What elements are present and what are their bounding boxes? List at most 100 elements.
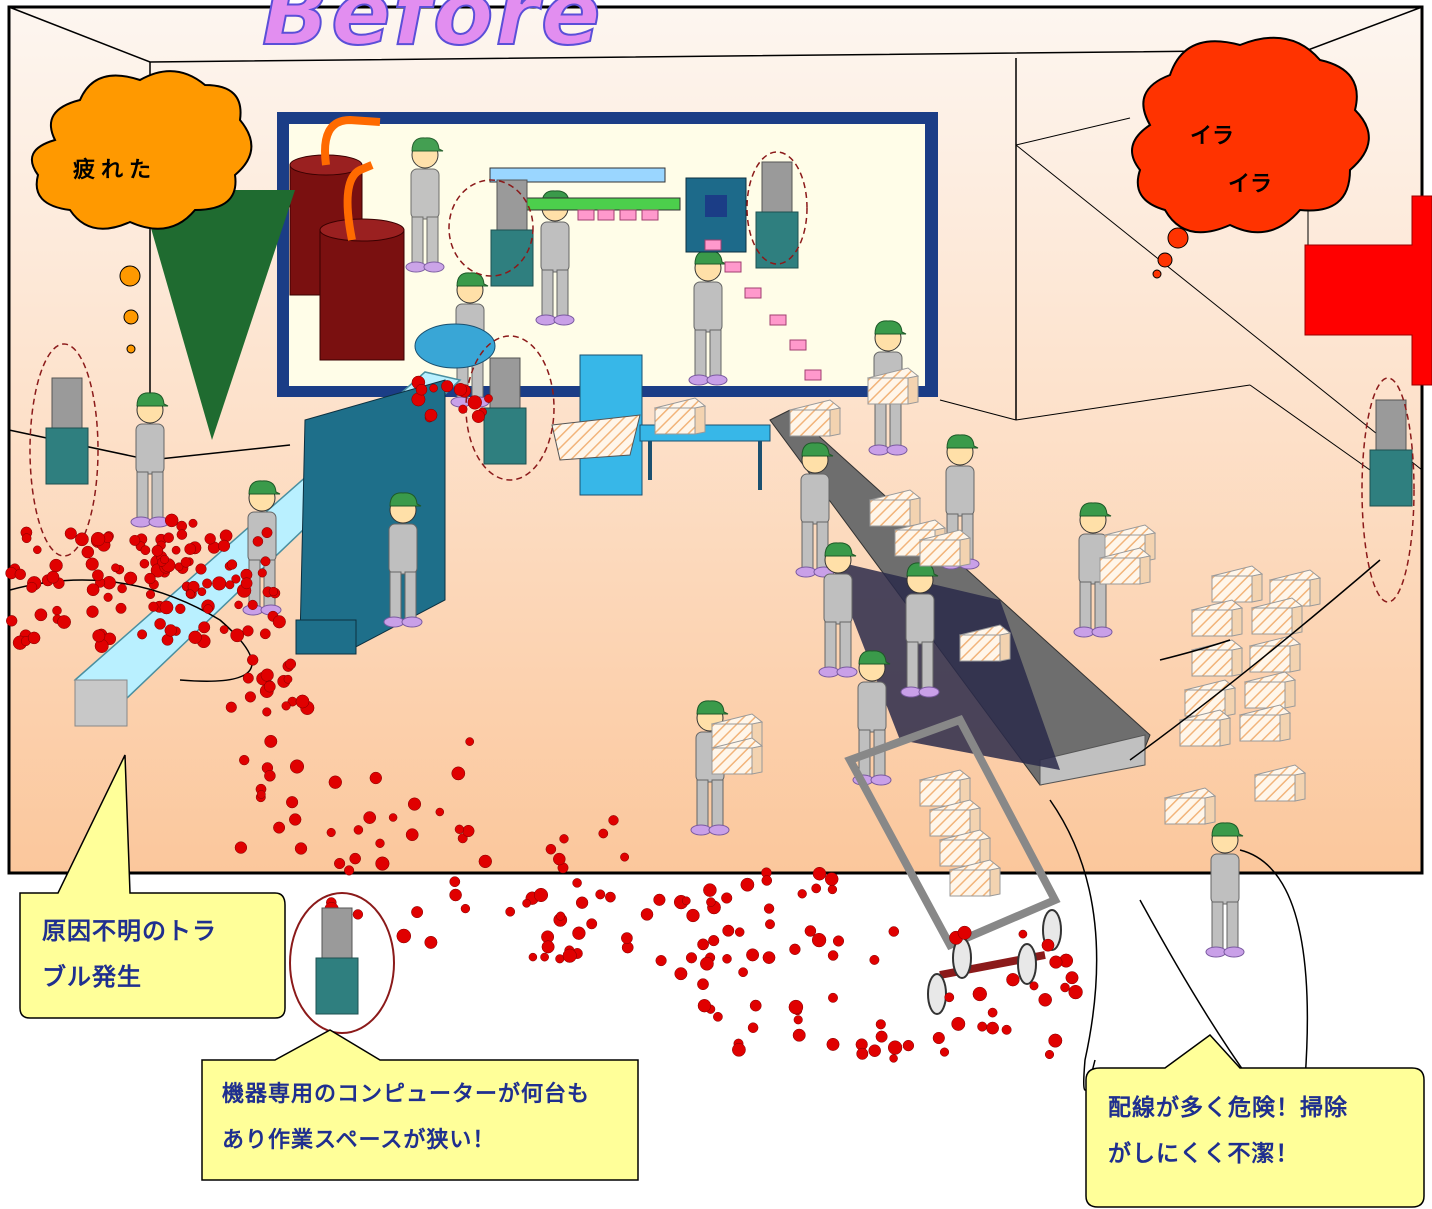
spilled-product-dot [888, 926, 900, 937]
wiring-callout-line1: 配線が多く危険！掃除 [1108, 1095, 1348, 1121]
spilled-product-dot [407, 797, 422, 811]
spilled-product-dot [708, 935, 720, 947]
spilled-product-dot [164, 513, 179, 528]
spilled-product-dot [75, 532, 89, 547]
spilled-product-dot [869, 954, 880, 965]
spilled-product-dot [465, 737, 475, 746]
spilled-product-dot [375, 838, 385, 848]
computers-callout-line2: あり作業スペースが狭い！ [222, 1128, 496, 1153]
spilled-product-dot [415, 383, 428, 396]
wiring-callout-text: 配線が多く危険！掃除 がしにくく不潔！ [1108, 1085, 1348, 1177]
spilled-product-dot [562, 948, 577, 963]
spilled-product-dot [154, 618, 166, 630]
spilled-product-dot [219, 625, 229, 634]
spilled-product-dot [124, 571, 138, 585]
spilled-product-dot [363, 811, 377, 824]
spilled-product-dot [244, 691, 256, 703]
spilled-product-dot [972, 986, 987, 1002]
spilled-product-dot [1065, 971, 1079, 985]
spilled-product-dot [435, 807, 445, 817]
spilled-product-dot [944, 992, 955, 1003]
spilled-product-dot [369, 771, 382, 785]
spilled-product-dot [285, 658, 297, 670]
spilled-product-dot [151, 545, 164, 557]
spilled-product-dot [197, 587, 207, 597]
spilled-product-dot [605, 891, 616, 903]
spilled-product-dot [411, 906, 424, 919]
spilled-product-dot [137, 629, 148, 640]
spilled-product-dot [252, 536, 264, 547]
spilled-product-dot [328, 775, 342, 789]
spilled-product-dot [352, 909, 364, 920]
spilled-product-dot [242, 625, 254, 637]
spilled-product-dot [703, 883, 717, 897]
spilled-product-dot [528, 952, 538, 962]
spilled-product-dot [828, 992, 838, 1003]
spilled-product-dot [349, 852, 361, 865]
spilled-product-dot [478, 854, 492, 869]
spilled-product-dot [746, 948, 760, 962]
spilled-product-dot [86, 583, 100, 597]
spilled-product-dot [697, 999, 712, 1013]
spilled-product-dot [887, 1040, 903, 1055]
spilled-product-dot [163, 532, 174, 543]
spilled-product-dot [875, 1030, 888, 1043]
spilled-product-dot [932, 1031, 945, 1045]
spilled-product-dot [789, 943, 801, 955]
spilled-product-dot [674, 967, 688, 981]
spilled-product-dot [202, 578, 213, 589]
spilled-product-dot [575, 896, 589, 909]
spilled-product-dot [294, 842, 308, 855]
spilled-product-dot [286, 796, 299, 809]
spilled-product-dot [81, 545, 95, 559]
spilled-product-dot [734, 927, 745, 937]
spilled-product-dot [454, 824, 465, 834]
spilled-product-dot [827, 884, 838, 895]
spilled-product-dot [826, 1037, 840, 1051]
spilled-product-dot [295, 694, 310, 709]
spilled-product-dot [247, 654, 259, 666]
spilled-product-dot [14, 568, 26, 580]
spilled-product-dot [195, 563, 207, 575]
spilled-product-dot [1018, 929, 1028, 939]
spilled-product-dot [139, 558, 150, 569]
spilled-product-dot [344, 865, 355, 876]
spilled-product-dot [198, 621, 211, 634]
spilled-product-dot [1006, 973, 1020, 987]
spilled-product-dot [987, 1007, 998, 1018]
spilled-product-dot [788, 999, 804, 1015]
spilled-product-dot [827, 950, 839, 961]
spilled-product-dot [533, 887, 549, 903]
spilled-product-dot [541, 940, 555, 954]
spilled-product-dot [46, 570, 60, 584]
spilled-product-dot [103, 592, 113, 602]
spilled-product-dot [26, 581, 38, 593]
spilled-product-dot [231, 574, 241, 584]
spilled-product-dot [375, 856, 390, 871]
spilled-product-dot [334, 857, 346, 870]
spilled-product-dot [92, 569, 104, 582]
spilled-product-dot [986, 1021, 999, 1035]
spilled-product-dot [792, 1028, 806, 1042]
spilled-product-dot [159, 600, 174, 615]
spilled-product-dot [1038, 993, 1052, 1007]
spilled-product-dot [234, 600, 243, 610]
spilled-product-dot [34, 608, 48, 622]
spilled-product-dot [90, 531, 106, 547]
spilled-product-dot [230, 628, 245, 643]
spilled-product-dot [57, 615, 71, 629]
spilled-product-dot [1044, 1049, 1055, 1060]
spilled-product-dot [1049, 955, 1063, 969]
spilled-product-dot [289, 813, 302, 826]
trouble-callout-text: 原因不明のトラ ブル発生 [42, 908, 217, 1000]
spilled-product-dot [732, 1042, 746, 1057]
spilled-product-dot [144, 572, 156, 585]
spilled-product-dot [273, 821, 286, 834]
spilled-product-dot [572, 878, 582, 888]
spilled-product-dot [721, 892, 733, 904]
spilled-product-dot [977, 1021, 988, 1032]
spilled-product-dot [260, 556, 271, 567]
spilled-product-dot [247, 599, 258, 610]
spilled-product-dot [264, 734, 278, 748]
spilled-product-dot [239, 754, 250, 766]
